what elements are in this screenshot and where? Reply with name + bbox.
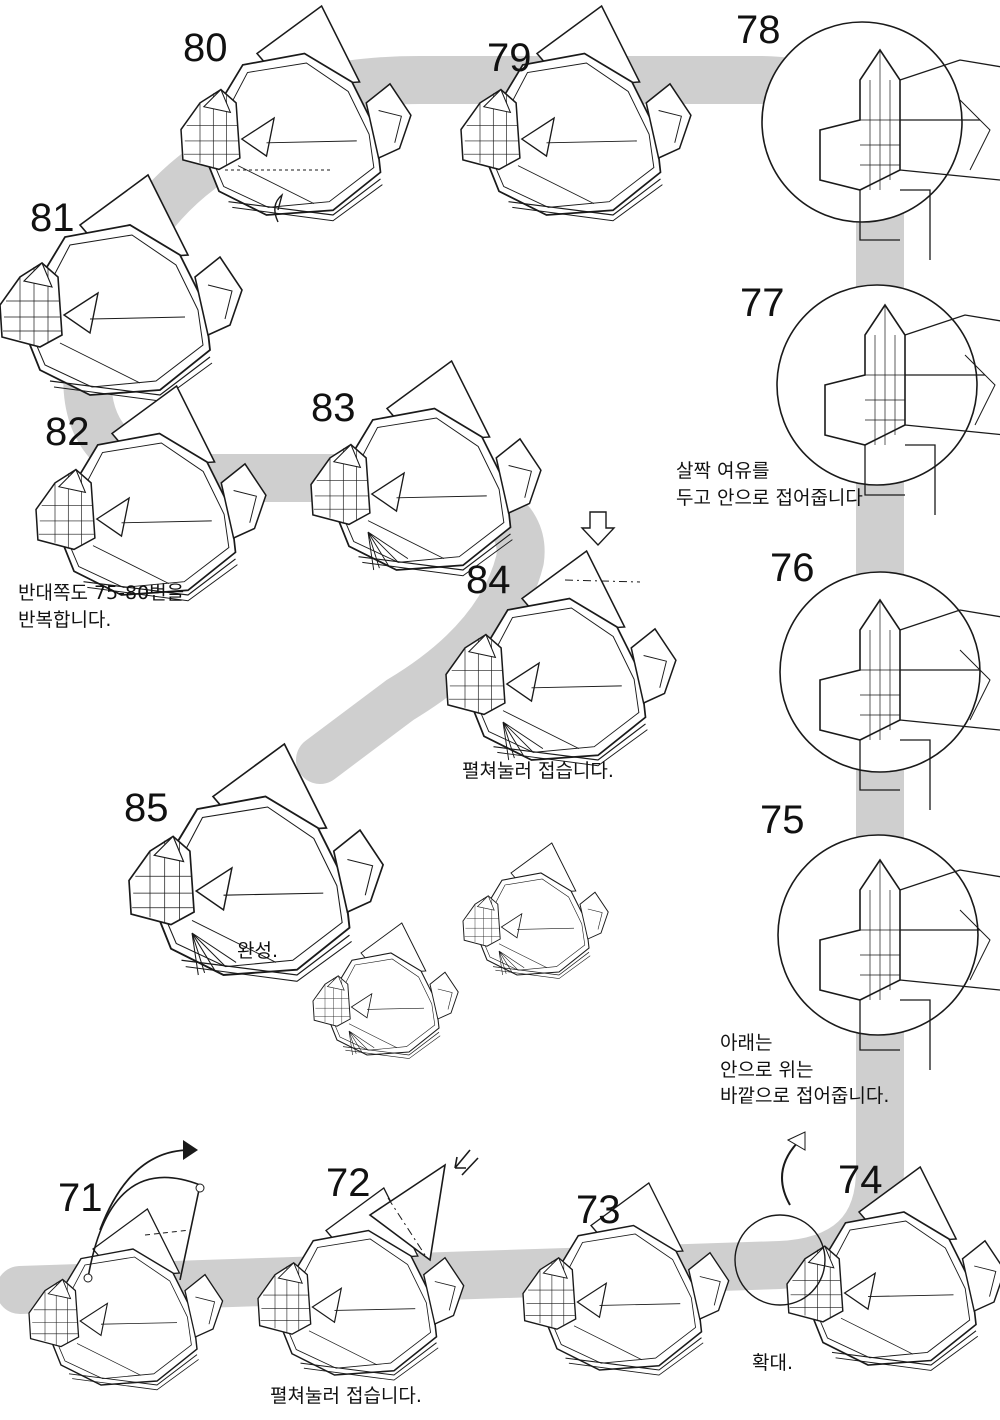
arrow-71-head-icon <box>183 1140 198 1160</box>
arrow-71-dot-2 <box>195 1183 205 1193</box>
detail-circle-76 <box>779 571 1000 811</box>
raised-flap-72 <box>368 1163 447 1262</box>
detail-circle-78 <box>761 21 1000 261</box>
caption-repeat-line2: 반복합니다. <box>18 608 112 631</box>
enlarge-arrow-icon <box>781 1139 801 1206</box>
fold-arc-71 <box>87 1176 201 1281</box>
caption-77-line2: 두고 안으로 접어줍니다 <box>676 486 863 509</box>
step-number-79: 79 <box>487 36 532 80</box>
step-number-80: 80 <box>183 26 228 70</box>
step-number-82: 82 <box>45 410 90 454</box>
step-number-73: 73 <box>576 1188 621 1232</box>
fold-line-72 <box>387 1197 426 1256</box>
fish-small-1 <box>463 843 608 979</box>
step-number-83: 83 <box>311 386 356 430</box>
fold-line-84 <box>564 579 641 583</box>
step-number-74: 74 <box>838 1158 883 1202</box>
step-number-72: 72 <box>326 1161 371 1205</box>
step-number-77: 77 <box>740 281 785 325</box>
step-number-85: 85 <box>124 786 169 830</box>
caption-repeat-line1: 반대쪽도 75-80번을 <box>18 582 185 604</box>
step-number-84: 84 <box>466 558 511 602</box>
detail-circle-77 <box>776 284 1000 516</box>
caption-inside-fold-77: 살짝 여유를 두고 안으로 접어줍니다 <box>676 458 863 511</box>
turn-arrow-80-icon <box>274 193 284 223</box>
fish-small-2 <box>313 923 458 1059</box>
push-arrow-72-icon <box>454 1149 479 1176</box>
caption-75-line1: 아래는 <box>720 1032 773 1054</box>
caption-repeat-other-side: 반대쪽도 75-80번을 반복합니다. <box>18 580 184 633</box>
caption-squash-fold-72: 펼쳐눌러 접습니다. <box>270 1385 422 1407</box>
fish-step-73 <box>522 1182 730 1376</box>
fish-step-71 <box>28 1208 224 1391</box>
down-arrow-84-icon <box>580 511 616 547</box>
fold-line-71 <box>144 1229 191 1236</box>
step-number-78: 78 <box>736 8 781 52</box>
caption-75-line3: 바깥으로 접어줍니다. <box>720 1085 890 1108</box>
arrow-71-curve <box>99 1149 191 1231</box>
caption-77-line1: 살짝 여유를 <box>676 460 770 482</box>
caption-squash-fold-84: 펼쳐눌러 접습니다. <box>462 760 614 782</box>
step-number-81: 81 <box>30 196 75 240</box>
fish-step-74 <box>786 1166 1000 1372</box>
caption-enlarge: 확대. <box>752 1352 793 1374</box>
arrow-71-dot <box>83 1273 93 1283</box>
step-number-76: 76 <box>770 546 815 590</box>
caption-finished: 완성. <box>237 940 278 962</box>
caption-fold-75: 아래는 안으로 위는 바깥으로 접어줍니다. <box>720 1030 889 1110</box>
enlarge-arrow-head-icon <box>786 1131 806 1151</box>
detail-circle-75 <box>777 834 1000 1071</box>
step-number-75: 75 <box>760 798 805 842</box>
enlarge-circle-74 <box>734 1214 826 1306</box>
step-number-71: 71 <box>58 1176 103 1220</box>
caption-75-line2: 안으로 위는 <box>720 1058 814 1081</box>
